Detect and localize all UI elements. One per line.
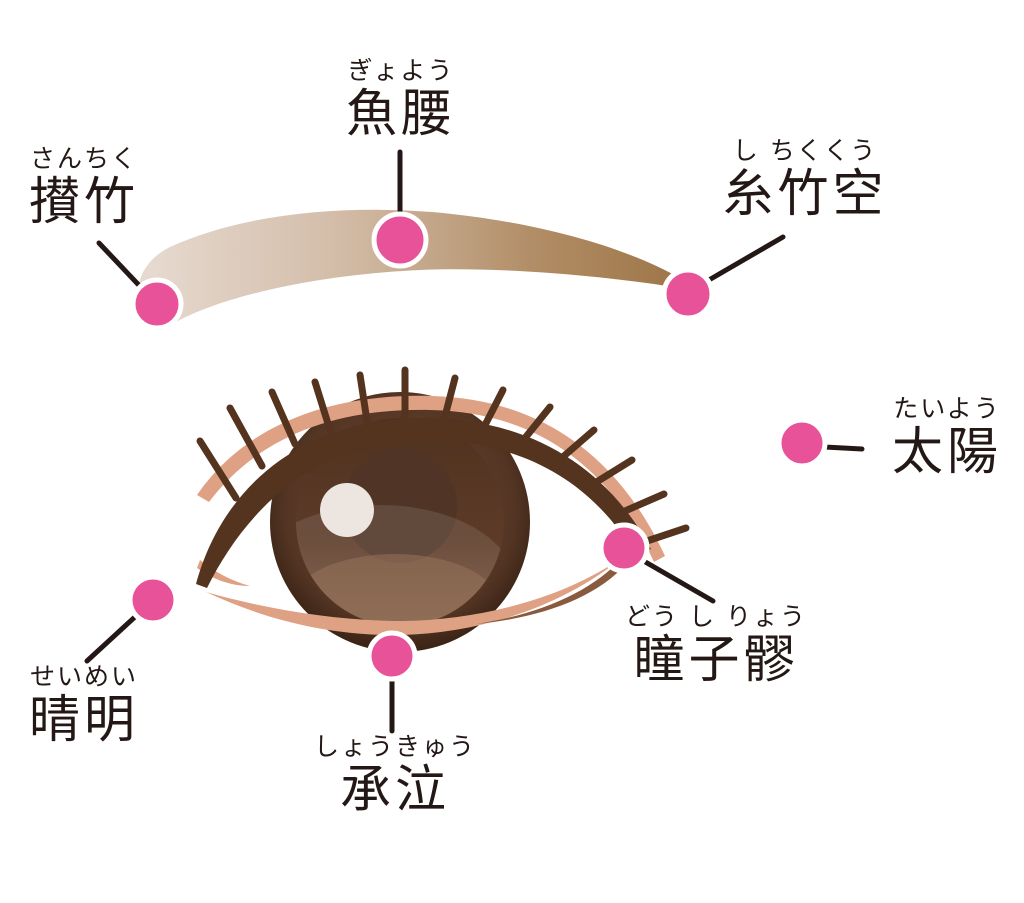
eyelash-8 (479, 386, 507, 433)
label-taiyo: たいよう 太陽 (878, 396, 1016, 478)
kanji-sanchiku: 攅竹 (28, 173, 139, 232)
point-dot-taiyo (776, 417, 828, 469)
upper-eyelid-lash-band (196, 417, 651, 588)
kanji-doshiryo: 瞳子髎 (633, 631, 799, 690)
kanji-taiyo: 太陽 (891, 423, 1002, 482)
eyelashes (196, 366, 690, 547)
label-shichikuku: し ちくくう 糸竹空 (698, 138, 912, 220)
point-dot-doshiryo (598, 522, 650, 574)
eyelash-7 (440, 374, 459, 424)
furigana-doshiryo: どう し りょう (625, 602, 807, 631)
eyelash-13 (637, 524, 690, 547)
point-dot-seimei (127, 574, 179, 626)
kanji-shichikuku: 糸竹空 (722, 165, 888, 224)
point-dot-gyoyo (371, 211, 429, 269)
label-sanchiku: さんちく 攅竹 (8, 146, 160, 228)
eyelash-5 (356, 371, 371, 425)
point-dot-sanchiku (130, 277, 184, 331)
kanji-shokyu: 承泣 (339, 761, 450, 820)
kanji-gyoyo: 魚腰 (345, 85, 456, 144)
eyelash-12 (614, 490, 668, 518)
point-dot-shichikuku (661, 267, 715, 321)
eyelash-4 (311, 378, 334, 434)
label-gyoyo: ぎょよう 魚腰 (322, 58, 480, 140)
eye-highlight (320, 483, 374, 537)
furigana-shichikuku: し ちくくう (732, 136, 878, 165)
eyebrow (137, 209, 702, 330)
acupoint-dots (127, 211, 828, 682)
lower-eyelid-line (206, 556, 624, 636)
eyelash-9 (517, 403, 554, 447)
eyelash-11 (586, 456, 636, 490)
eyelash-3 (268, 388, 299, 448)
furigana-sanchiku: さんちく (29, 144, 138, 173)
eyelash-10 (553, 426, 598, 466)
point-dot-shokyu (366, 630, 418, 682)
label-seimei: せいめい 晴明 (18, 664, 150, 746)
kanji-seimei: 晴明 (28, 691, 139, 750)
label-shokyu: しょうきゅう 承泣 (314, 734, 476, 816)
upper-crease-line (197, 395, 665, 562)
furigana-seimei: せいめい (29, 662, 138, 691)
eyelash-1 (196, 437, 240, 502)
furigana-shokyu: しょうきゅう (314, 732, 477, 761)
label-doshiryo: どう し りょう 瞳子髎 (618, 604, 814, 686)
iris-light-reflection (296, 554, 500, 626)
furigana-gyoyo: ぎょよう (347, 56, 455, 85)
pupil (343, 449, 457, 563)
eyelash-2 (226, 404, 266, 470)
furigana-taiyo: たいよう (893, 394, 1001, 423)
